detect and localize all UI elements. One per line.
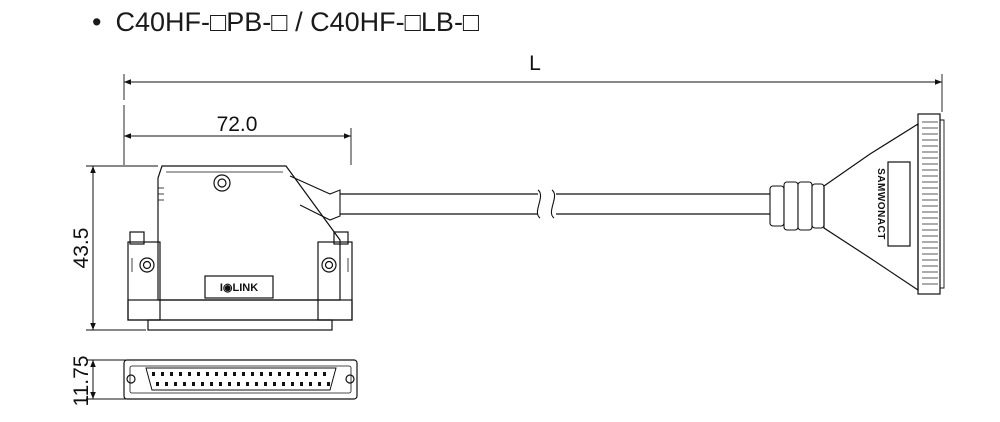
bottom-view-pins <box>152 372 330 386</box>
housing-height-label: 43.5 <box>70 228 93 269</box>
title-text: C40HF-□PB-□ / C40HF-□LB-□ <box>115 7 480 37</box>
dimension-housing-height: 43.5 <box>70 165 158 331</box>
title-bullet: • <box>92 7 102 37</box>
plug-contacts <box>922 121 938 285</box>
bottom-height-label: 11.75 <box>70 356 93 407</box>
flat-plug <box>823 113 945 295</box>
strain-relief <box>769 181 825 231</box>
dimension-housing-width: 72.0 <box>123 105 352 165</box>
housing-width-label: 72.0 <box>217 113 258 136</box>
dimension-bottom-height: 11.75 <box>70 356 128 407</box>
drawing-title: • C40HF-□PB-□ / C40HF-□LB-□ <box>92 2 479 42</box>
dimension-length: L <box>123 52 943 112</box>
connector-bottom-view <box>123 359 358 400</box>
cable <box>340 189 772 219</box>
connector-housing <box>127 165 353 331</box>
connector-logo: I◉LINK <box>220 282 258 294</box>
length-label: L <box>529 52 541 75</box>
plug-brand-label: SAMWONACT <box>875 168 886 240</box>
